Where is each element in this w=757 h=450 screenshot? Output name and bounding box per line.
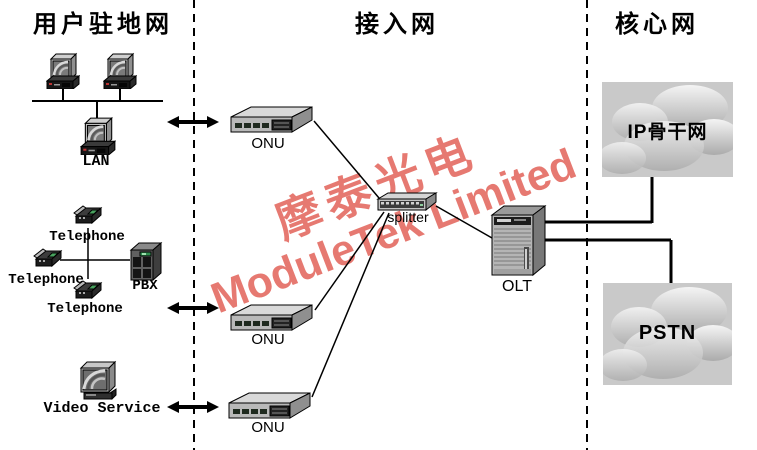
splitter-label: splitter xyxy=(387,209,429,225)
olt-label: OLT xyxy=(502,278,532,295)
telephone-icon xyxy=(72,203,104,229)
link-onu1-splitter xyxy=(313,120,380,199)
computer-icon xyxy=(102,52,138,91)
olt-icon xyxy=(489,203,547,278)
computer-icon xyxy=(45,52,81,91)
telephone-left-label: Telephone xyxy=(8,272,84,288)
pstn-cloud-icon xyxy=(599,283,739,385)
onu2-label: ONU xyxy=(251,331,285,348)
section-title-access: 接入网 xyxy=(355,11,439,38)
onu-icon xyxy=(228,390,313,420)
telephone-icon xyxy=(72,278,104,304)
onu1-label: ONU xyxy=(251,135,285,152)
section-title-user-premises: 用户驻地网 xyxy=(33,11,173,38)
bidirectional-arrow-video xyxy=(167,400,219,414)
ip-backbone-cloud-icon xyxy=(598,82,740,177)
pbx-icon xyxy=(128,241,164,283)
video-service-label: Video Service xyxy=(43,400,161,417)
link-splitter-olt xyxy=(435,205,493,239)
telephone-icon xyxy=(32,246,64,272)
link-splitter-onu2 xyxy=(314,211,385,311)
onu-icon xyxy=(230,302,315,332)
link-splitter-onu3 xyxy=(311,212,390,398)
onu-icon xyxy=(230,104,315,134)
lan-label: LAN xyxy=(82,153,110,170)
onu3-label: ONU xyxy=(251,419,285,436)
telephone-top-label: Telephone xyxy=(49,229,125,245)
section-title-core: 核心网 xyxy=(615,11,699,38)
bidirectional-arrow-phone xyxy=(167,301,219,315)
bidirectional-arrow-lan xyxy=(167,115,219,129)
pstn-label: PSTN xyxy=(638,322,697,344)
computer-icon xyxy=(79,116,117,157)
pbx-label: PBX xyxy=(132,278,158,294)
tv-icon xyxy=(78,360,118,400)
ip-backbone-label: IP骨干网 xyxy=(627,122,708,143)
splitter-icon xyxy=(376,190,438,212)
watermark-line1: 摩泰光电 xyxy=(268,124,485,250)
telephone-bottom-label: Telephone xyxy=(47,301,123,317)
